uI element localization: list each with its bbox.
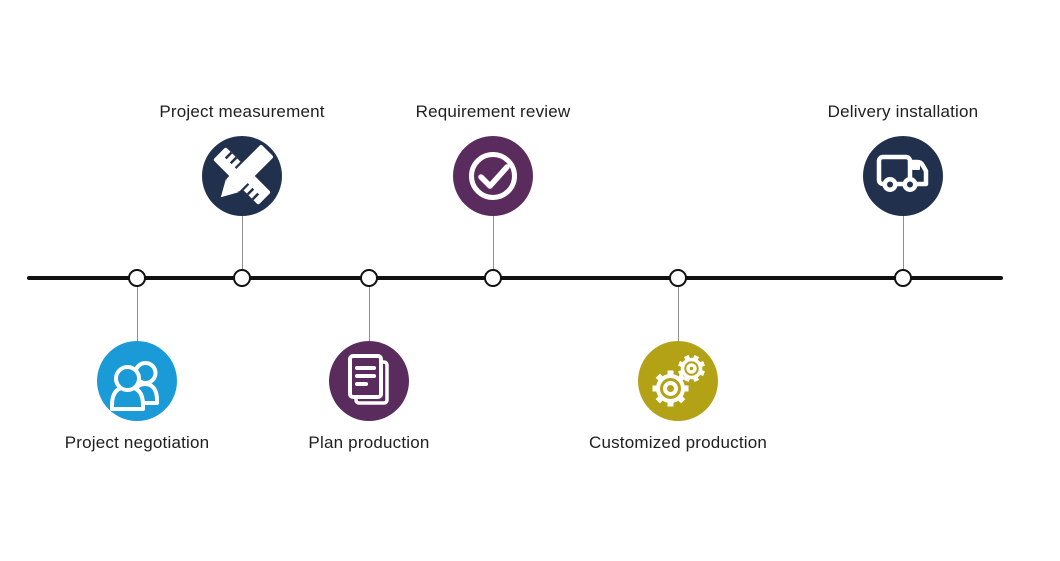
check-icon xyxy=(453,136,533,216)
connector-line xyxy=(902,214,904,270)
milestone-label: Plan production xyxy=(308,433,430,452)
people-icon xyxy=(97,341,177,421)
connector-line xyxy=(241,214,243,270)
milestone-label: Customized production xyxy=(588,433,768,452)
connector-line xyxy=(492,214,494,270)
timeline-node xyxy=(360,269,378,287)
connector-line xyxy=(677,286,679,342)
timeline-node xyxy=(484,269,502,287)
connector-line xyxy=(368,286,370,342)
truck-icon xyxy=(863,136,943,216)
milestone-label: Requirement review xyxy=(415,102,571,121)
connector-line xyxy=(136,286,138,342)
milestone-icon-circle xyxy=(863,136,943,216)
gears-icon xyxy=(638,341,718,421)
milestone-icon-circle xyxy=(97,341,177,421)
timeline-node xyxy=(894,269,912,287)
timeline-node xyxy=(233,269,251,287)
milestone-label: Project negotiation xyxy=(64,433,210,452)
milestone-icon-circle xyxy=(453,136,533,216)
timeline-node xyxy=(669,269,687,287)
timeline-node xyxy=(128,269,146,287)
timeline-axis-line xyxy=(27,276,1003,280)
milestone-label: Project measurement xyxy=(159,102,325,121)
milestone-icon-circle xyxy=(202,136,282,216)
milestone-icon-circle xyxy=(329,341,409,421)
document-icon xyxy=(329,341,409,421)
ruler-pencil-icon xyxy=(202,136,282,216)
milestone-icon-circle xyxy=(638,341,718,421)
milestone-label: Delivery installation xyxy=(827,102,979,121)
